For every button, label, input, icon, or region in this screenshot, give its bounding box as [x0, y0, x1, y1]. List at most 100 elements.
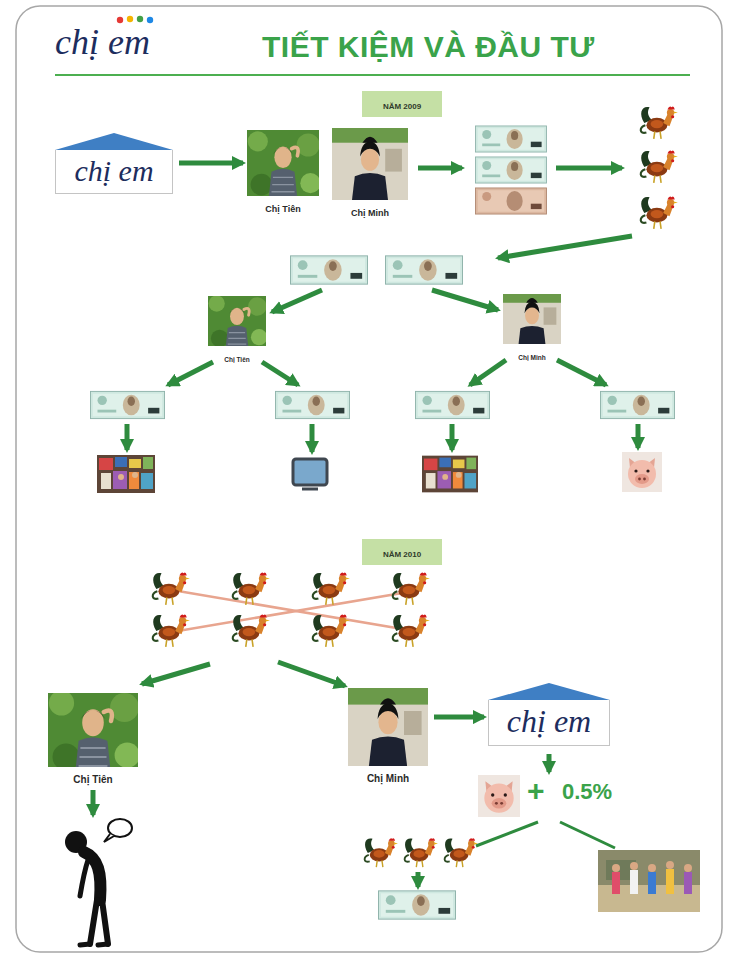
flow-arrows	[93, 168, 638, 887]
spending-icons	[97, 452, 662, 493]
illustration-part	[684, 864, 692, 872]
photo-image	[208, 296, 266, 346]
photo-part	[404, 711, 422, 735]
illustration-part	[104, 834, 114, 842]
illustration-part	[648, 872, 656, 894]
plus-sign: +	[527, 776, 545, 806]
person-name: Chị Minh	[518, 354, 545, 362]
illustration-part	[172, 590, 420, 632]
photo-part	[228, 333, 247, 345]
illustration-part	[233, 615, 270, 647]
photo-part	[79, 748, 108, 766]
illustration-part	[80, 860, 88, 896]
illustration-part	[557, 360, 606, 385]
photo-part	[269, 169, 298, 196]
photo-part	[248, 297, 266, 316]
illustration-part	[450, 424, 455, 450]
illustration-part	[470, 360, 506, 385]
illustration-part	[378, 891, 455, 919]
photo-part	[360, 141, 380, 156]
photo-part	[524, 302, 539, 314]
illustration-part	[98, 944, 108, 945]
illustration-part	[475, 188, 546, 214]
band-label: NĂM 2009	[383, 102, 421, 112]
illustration-part	[125, 424, 130, 450]
illustration-part	[636, 424, 641, 448]
rooster-column	[641, 107, 678, 229]
photo-part	[362, 137, 377, 143]
illustration-part	[666, 861, 674, 869]
illustration-part	[97, 455, 155, 493]
photo-part	[348, 688, 428, 705]
photo-part	[49, 693, 74, 716]
house-body: chị em	[55, 150, 173, 194]
year-band: NĂM 2009	[362, 91, 442, 117]
interest-rate: 0.5%	[562, 781, 612, 803]
band-label: NĂM 2010	[383, 550, 421, 560]
illustration-part	[293, 459, 327, 485]
illustration-part	[278, 662, 345, 686]
photo-part	[525, 307, 539, 324]
illustration-part	[127, 16, 133, 22]
illustration-part	[498, 236, 632, 258]
illustration-part	[648, 864, 656, 872]
tv-icon	[293, 459, 327, 489]
photo-part	[385, 149, 402, 172]
photo-part	[248, 131, 268, 151]
illustration-part	[641, 151, 678, 183]
illustration-part	[153, 615, 190, 647]
illustration-part	[641, 197, 678, 229]
photo-part	[251, 174, 273, 196]
sad-figure	[65, 819, 132, 945]
photo-part	[361, 148, 379, 171]
illustration-part	[405, 838, 438, 867]
illustration-part	[475, 157, 546, 183]
illustration-part	[313, 573, 350, 605]
illustration-part	[600, 391, 674, 418]
caption-row: Chị Tiên	[48, 769, 138, 787]
illustration-part	[80, 944, 90, 945]
photo-part	[503, 294, 561, 303]
illustration-part	[91, 790, 96, 815]
illustration-part	[445, 838, 478, 867]
photo-part	[369, 737, 407, 766]
logo-house: chị em	[55, 132, 173, 194]
illustration-part	[684, 872, 692, 894]
photo-part	[297, 133, 319, 156]
logo-dots	[117, 16, 153, 23]
illustration-part	[547, 754, 552, 772]
illustration-part	[90, 900, 97, 944]
illustration-part	[666, 869, 674, 894]
roof-shape	[55, 133, 173, 150]
photo-part	[348, 688, 428, 766]
illustration-part	[313, 615, 350, 647]
photo-part	[380, 698, 396, 704]
year-band: NĂM 2010	[362, 539, 442, 565]
title-text: TIẾT KIỆM VÀ ĐẦU TƯ	[262, 30, 595, 63]
photo-part	[292, 147, 298, 155]
photo-part	[526, 298, 538, 303]
illustration-part	[168, 362, 213, 385]
illustration-part	[102, 900, 108, 944]
person-photo: Chị Tiên	[247, 130, 319, 216]
illustration-part	[117, 17, 123, 23]
illustration-part	[275, 391, 349, 418]
photo-part	[378, 703, 399, 719]
illustration-part	[422, 456, 478, 493]
person-photo: Chị Tiên	[208, 296, 266, 366]
illustration-part	[556, 166, 622, 171]
illustration-part	[432, 290, 498, 310]
person-photo: Chị Tiên	[48, 693, 138, 787]
caption-row: Chị Minh	[348, 768, 428, 786]
house-roof	[55, 132, 173, 150]
illustration-part	[416, 872, 421, 887]
person-name: Chị Tiên	[224, 356, 250, 364]
frame-border	[16, 6, 722, 952]
photo-part	[209, 296, 225, 312]
person-name: Chị Tiên	[265, 204, 300, 215]
illustration-part	[415, 391, 489, 418]
illustration-part	[598, 850, 700, 912]
logo-text: chị em	[74, 154, 153, 187]
caption-row: Chị Tiên	[208, 348, 266, 366]
